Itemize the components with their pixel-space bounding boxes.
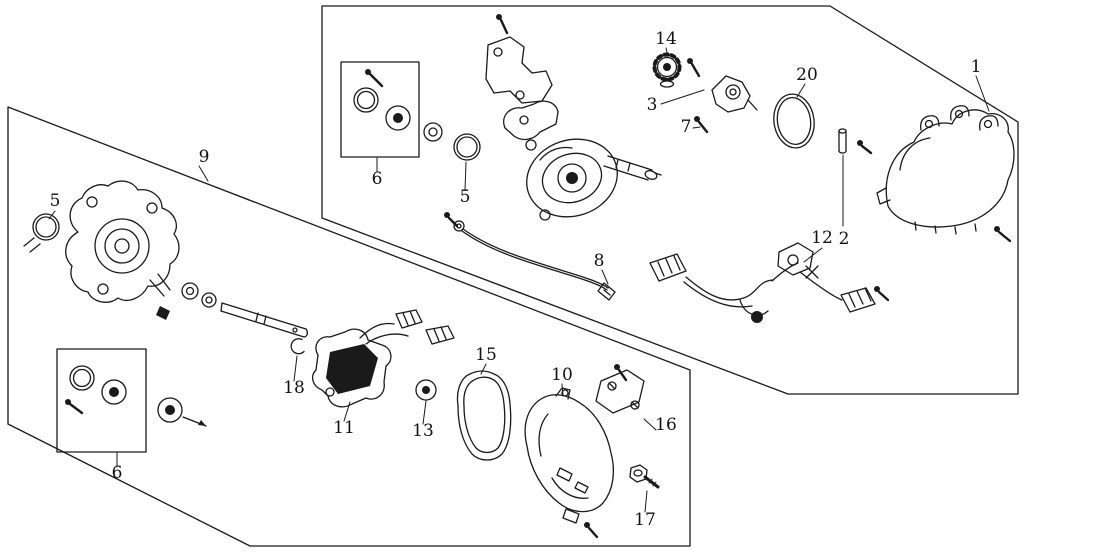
callout-7: 7 bbox=[681, 117, 692, 137]
callout-15: 15 bbox=[475, 345, 497, 365]
bolt bbox=[629, 464, 660, 489]
callout-17: 17 bbox=[634, 510, 656, 530]
seal-kit-box-bottom bbox=[56, 348, 147, 453]
top-bracket bbox=[485, 14, 553, 104]
coupling-part bbox=[157, 397, 207, 427]
callout-12: 12 bbox=[811, 228, 833, 248]
callout-1: 1 bbox=[971, 57, 982, 77]
distributor-cap bbox=[876, 105, 1015, 243]
callout-10: 10 bbox=[551, 365, 573, 385]
gasket bbox=[456, 370, 512, 461]
callout-6-bottom: 6 bbox=[112, 463, 123, 483]
callout-6-top: 6 bbox=[372, 169, 383, 189]
lead-wire bbox=[444, 212, 616, 301]
shaft-assembly bbox=[181, 282, 308, 338]
leader-lines bbox=[48, 47, 990, 513]
igniter-unit bbox=[311, 309, 455, 408]
callout-11: 11 bbox=[333, 418, 355, 438]
upper-assembly-box bbox=[321, 5, 1019, 395]
lower-assembly-box bbox=[7, 106, 691, 547]
screw-7 bbox=[694, 116, 709, 134]
drive-gear bbox=[652, 52, 701, 88]
vacuum-bracket bbox=[711, 75, 758, 113]
o-ring-large bbox=[773, 93, 815, 149]
distributor-housing bbox=[65, 180, 180, 320]
callout-5-top: 5 bbox=[460, 187, 471, 207]
callout-18: 18 bbox=[283, 378, 305, 398]
circlip bbox=[290, 338, 305, 355]
washer-top bbox=[423, 122, 443, 142]
seal-kit-box-top bbox=[340, 61, 420, 158]
callout-3: 3 bbox=[647, 95, 658, 115]
grommet bbox=[415, 379, 437, 401]
o-ring-small-left bbox=[23, 213, 60, 253]
dowel-pin bbox=[838, 128, 873, 155]
callout-16: 16 bbox=[655, 415, 677, 435]
o-ring-small-top bbox=[453, 133, 481, 161]
callout-5-left: 5 bbox=[50, 191, 61, 211]
distributor-body bbox=[503, 100, 662, 221]
callout-20: 20 bbox=[796, 65, 818, 85]
callout-14: 14 bbox=[655, 29, 677, 49]
clamp-bracket bbox=[595, 364, 645, 414]
sub-harness bbox=[649, 242, 890, 323]
end-cover bbox=[524, 387, 614, 539]
callouts: 14 20 1 3 7 6 5 9 5 12 2 8 18 11 13 15 1… bbox=[50, 29, 982, 530]
callout-9: 9 bbox=[199, 147, 210, 167]
callout-13: 13 bbox=[412, 421, 434, 441]
callout-2: 2 bbox=[839, 229, 850, 249]
callout-8: 8 bbox=[594, 251, 605, 271]
